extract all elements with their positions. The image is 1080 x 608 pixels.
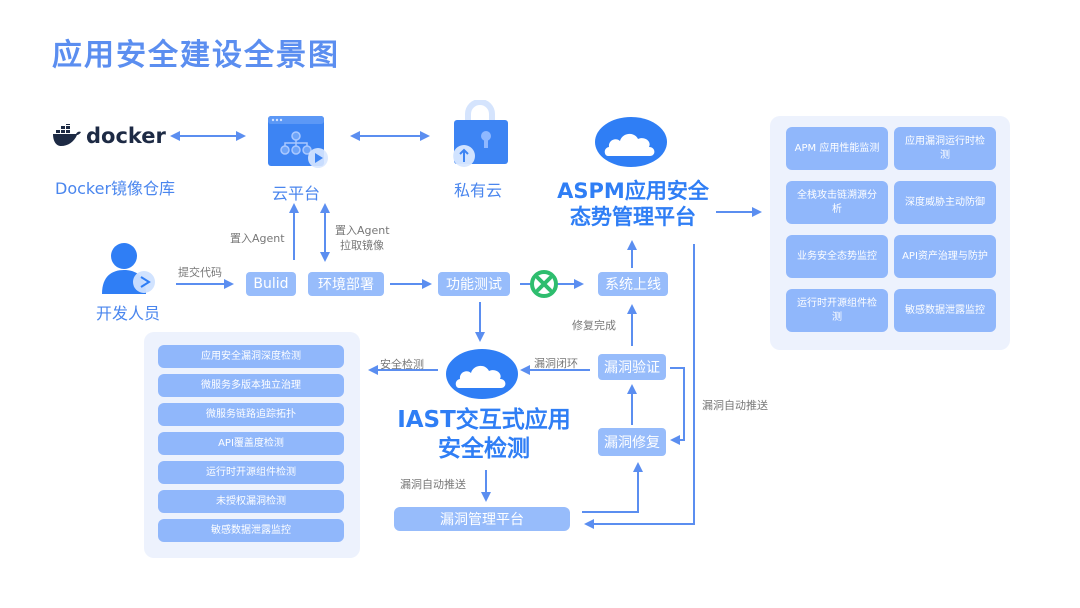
iast-feature-item: API覆盖度检测: [158, 432, 344, 455]
edge-label-fix-done: 修复完成: [572, 319, 616, 332]
node-env-deploy[interactable]: 环境部署: [308, 272, 384, 296]
developer-icon: [98, 240, 162, 300]
iast-title-line1: IAST交互式应用: [397, 407, 571, 433]
aspm-feature-item: 运行时开源组件检测: [786, 289, 888, 332]
edge-label-vuln-auto-push-right: 漏洞自动推送: [702, 399, 768, 412]
aspm-feature-item: 业务安全态势监控: [786, 235, 888, 278]
iast-cloud-icon: [445, 348, 519, 404]
iast-feature-item: 应用安全漏洞深度检测: [158, 345, 344, 368]
edge-label-vuln-closed-loop: 漏洞闭环: [534, 357, 578, 370]
docker-whale-icon: [53, 124, 81, 146]
cloud-platform-label: 云平台: [272, 184, 321, 203]
node-vuln-mgmt[interactable]: 漏洞管理平台: [394, 507, 570, 531]
aspm-title-line2: 态势管理平台: [570, 205, 696, 230]
arrow-aspm-mgmt: [584, 244, 695, 529]
docker-logo: docker: [52, 124, 166, 148]
edge-label-security-check: 安全检测: [380, 358, 424, 371]
aspm-feature-item: 敏感数据泄露监控: [894, 289, 996, 332]
iast-feature-item: 运行时开源组件检测: [158, 461, 344, 484]
docker-wordmark: docker: [86, 124, 166, 148]
iast-feature-item: 未授权漏洞检测: [158, 490, 344, 513]
iast-feature-item: 敏感数据泄露监控: [158, 519, 344, 542]
node-func-test[interactable]: 功能测试: [438, 272, 510, 296]
aspm-features-grid: APM 应用性能监测应用漏洞运行时检测全栈攻击链溯源分析深度威胁主动防御业务安全…: [786, 127, 996, 332]
private-cloud-label: 私有云: [454, 181, 503, 200]
aspm-feature-item: API资产治理与防护: [894, 235, 996, 278]
aspm-title-line1: ASPM应用安全: [557, 179, 709, 203]
iast-feature-item: 微服务多版本独立治理: [158, 374, 344, 397]
node-vuln-verify[interactable]: 漏洞验证: [598, 354, 666, 380]
aspm-feature-item: APM 应用性能监测: [786, 127, 888, 170]
edge-label-pull-image: 拉取镜像: [340, 239, 384, 252]
aspm-cloud-icon: [594, 116, 668, 172]
iast-title: IAST交互式应用 安全检测: [384, 406, 584, 464]
edge-label-vuln-auto-push-left: 漏洞自动推送: [400, 478, 466, 491]
edge-label-inject-agent: 置入Agent: [230, 232, 285, 245]
arrow-mgmt-fix: [582, 462, 643, 513]
blocked-icon: [530, 270, 558, 298]
edge-label-submit-code: 提交代码: [178, 266, 222, 279]
aspm-title: ASPM应用安全 态势管理平台: [548, 178, 718, 231]
private-cloud-lock-icon: [448, 99, 512, 174]
node-vuln-fix[interactable]: 漏洞修复: [598, 428, 666, 456]
cloud-platform-icon: [268, 116, 328, 170]
developer-label: 开发人员: [96, 304, 161, 323]
aspm-feature-item: 全栈攻击链溯源分析: [786, 181, 888, 224]
iast-title-line2: 安全检测: [438, 435, 530, 462]
edge-label-inject-agent-2: 置入Agent: [335, 224, 390, 237]
arrow-verify-fix: [670, 367, 685, 445]
docker-registry-label: Docker镜像仓库: [55, 179, 176, 198]
node-build[interactable]: Bulid: [246, 272, 296, 296]
page-title: 应用安全建设全景图: [52, 38, 340, 73]
node-system-online[interactable]: 系统上线: [598, 272, 668, 296]
aspm-feature-item: 应用漏洞运行时检测: [894, 127, 996, 170]
aspm-feature-item: 深度威胁主动防御: [894, 181, 996, 224]
iast-features-list: 应用安全漏洞深度检测微服务多版本独立治理微服务链路追踪拓扑 API覆盖度检测运行时…: [158, 345, 344, 542]
iast-feature-item: 微服务链路追踪拓扑: [158, 403, 344, 426]
